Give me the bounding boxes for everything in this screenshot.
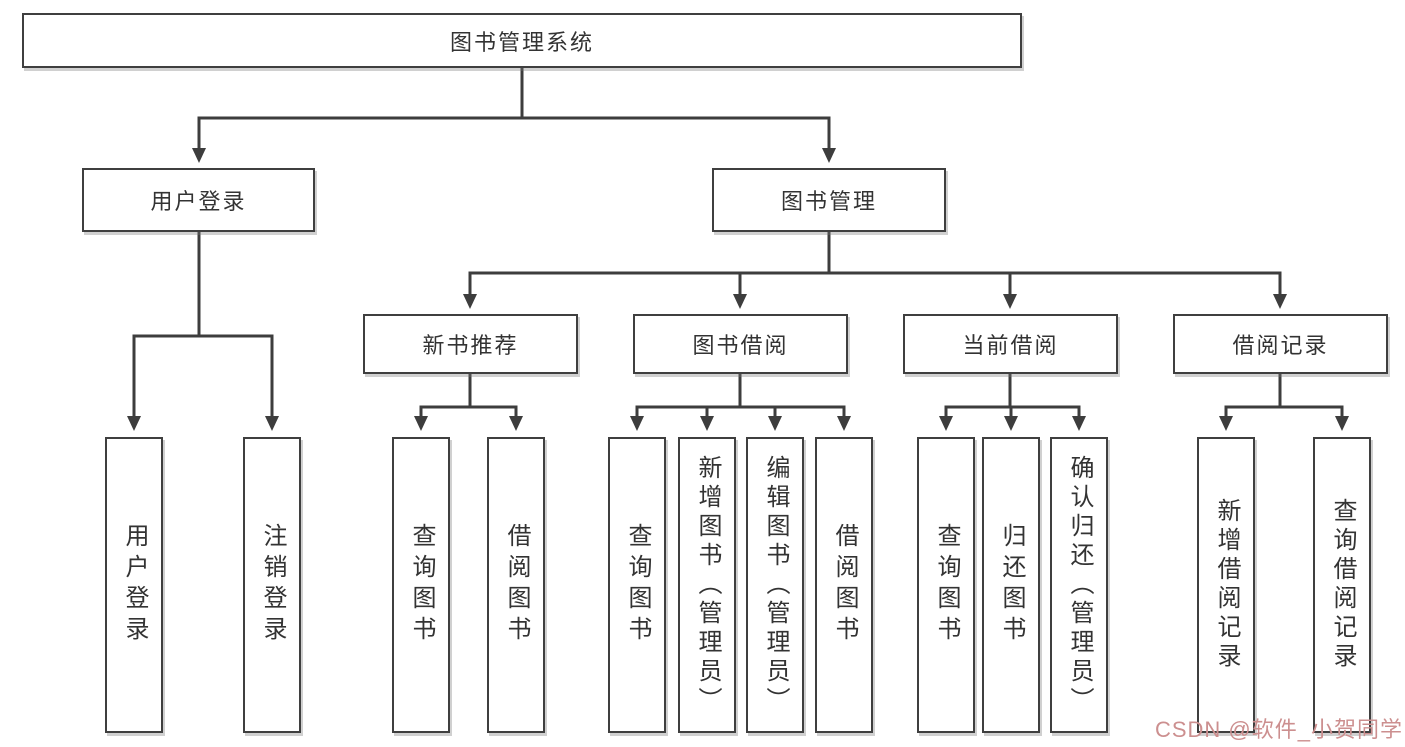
node-label: 归还图书 <box>998 523 1025 647</box>
node-new-book-recommend: 新书推荐 <box>363 314 578 374</box>
node-label: 图书借阅 <box>692 333 789 358</box>
leaf-add-books-admin: 新增图书（管理员） <box>678 437 736 733</box>
node-label: 新书推荐 <box>422 333 519 358</box>
leaf-query-books-current: 查询图书 <box>917 437 975 733</box>
leaf-query-books-borrowing: 查询图书 <box>608 437 666 733</box>
leaf-edit-books-admin: 编辑图书（管理员） <box>746 437 804 733</box>
node-label: 用户登录 <box>121 523 148 647</box>
node-book-borrowing: 图书借阅 <box>633 314 848 374</box>
connector-bus-lines <box>132 64 1344 409</box>
node-label: 查询图书 <box>624 523 651 647</box>
node-label: 编辑图书（管理员） <box>762 454 789 716</box>
leaf-logout: 注销登录 <box>243 437 301 733</box>
node-user-login: 用户登录 <box>82 168 315 232</box>
node-label: 当前借阅 <box>962 333 1059 358</box>
node-label: 用户登录 <box>150 189 247 214</box>
node-label: 查询图书 <box>933 523 960 647</box>
leaf-borrow-books-borrowing: 借阅图书 <box>815 437 873 733</box>
node-current-borrowing: 当前借阅 <box>903 314 1118 374</box>
node-label: 图书管理系统 <box>449 29 594 55</box>
node-root: 图书管理系统 <box>22 13 1022 68</box>
node-label: 借阅图书 <box>831 523 858 647</box>
leaf-return-books: 归还图书 <box>982 437 1040 733</box>
node-label: 确认归还（管理员） <box>1066 454 1093 716</box>
leaf-query-borrow-record: 查询借阅记录 <box>1313 437 1371 733</box>
node-label: 图书管理 <box>780 189 877 214</box>
leaf-add-borrow-record: 新增借阅记录 <box>1197 437 1255 733</box>
leaf-confirm-return-admin: 确认归还（管理员） <box>1050 437 1108 733</box>
connector-arrows <box>127 118 1349 431</box>
node-label: 借阅图书 <box>503 523 530 647</box>
node-label: 查询借阅记录 <box>1329 498 1356 672</box>
node-label: 注销登录 <box>259 523 286 647</box>
node-label: 借阅记录 <box>1232 333 1329 358</box>
node-label: 新增借阅记录 <box>1213 498 1240 672</box>
leaf-user-login: 用户登录 <box>105 437 163 733</box>
leaf-borrow-books-recommend: 借阅图书 <box>487 437 545 733</box>
node-book-management: 图书管理 <box>712 168 946 232</box>
node-borrowing-records: 借阅记录 <box>1173 314 1388 374</box>
node-label: 查询图书 <box>408 523 435 647</box>
node-label: 新增图书（管理员） <box>694 454 721 716</box>
leaf-query-books-recommend: 查询图书 <box>392 437 450 733</box>
